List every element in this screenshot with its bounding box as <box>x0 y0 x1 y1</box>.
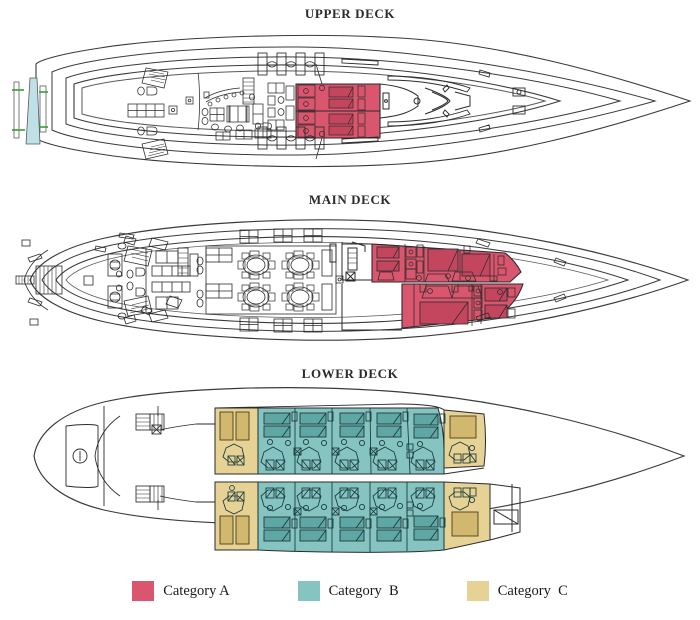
legend-label-category-c: Category C <box>497 582 568 599</box>
lower-deck-title: LOWER DECK <box>301 366 399 381</box>
legend-label-category-a: Category A <box>163 582 230 599</box>
legend: Category A Category B Category C <box>0 575 700 607</box>
main-cabin-group-category-a <box>371 243 524 329</box>
main-deck-plan <box>15 219 690 341</box>
legend-label-category-b: Category B <box>328 582 399 599</box>
legend-swatch-category-c <box>466 581 489 601</box>
legend-item-category-b[interactable]: Category B <box>297 581 399 601</box>
legend-item-category-a[interactable]: Category A <box>132 581 230 601</box>
legend-swatch-category-a <box>132 581 155 601</box>
legend-swatch-category-b <box>297 581 320 601</box>
upper-deck-plan <box>12 34 692 168</box>
legend-item-category-c[interactable]: Category C <box>466 581 568 601</box>
lower-cabin-row-port <box>196 481 521 553</box>
upper-cabin-group-category-a <box>295 63 381 160</box>
lower-deck-plan <box>33 387 686 553</box>
upper-deck-title: UPPER DECK <box>304 6 396 21</box>
mast-shape <box>12 77 48 145</box>
lower-cabin-row-starboard <box>196 403 486 475</box>
main-deck-title: MAIN DECK <box>308 192 392 207</box>
